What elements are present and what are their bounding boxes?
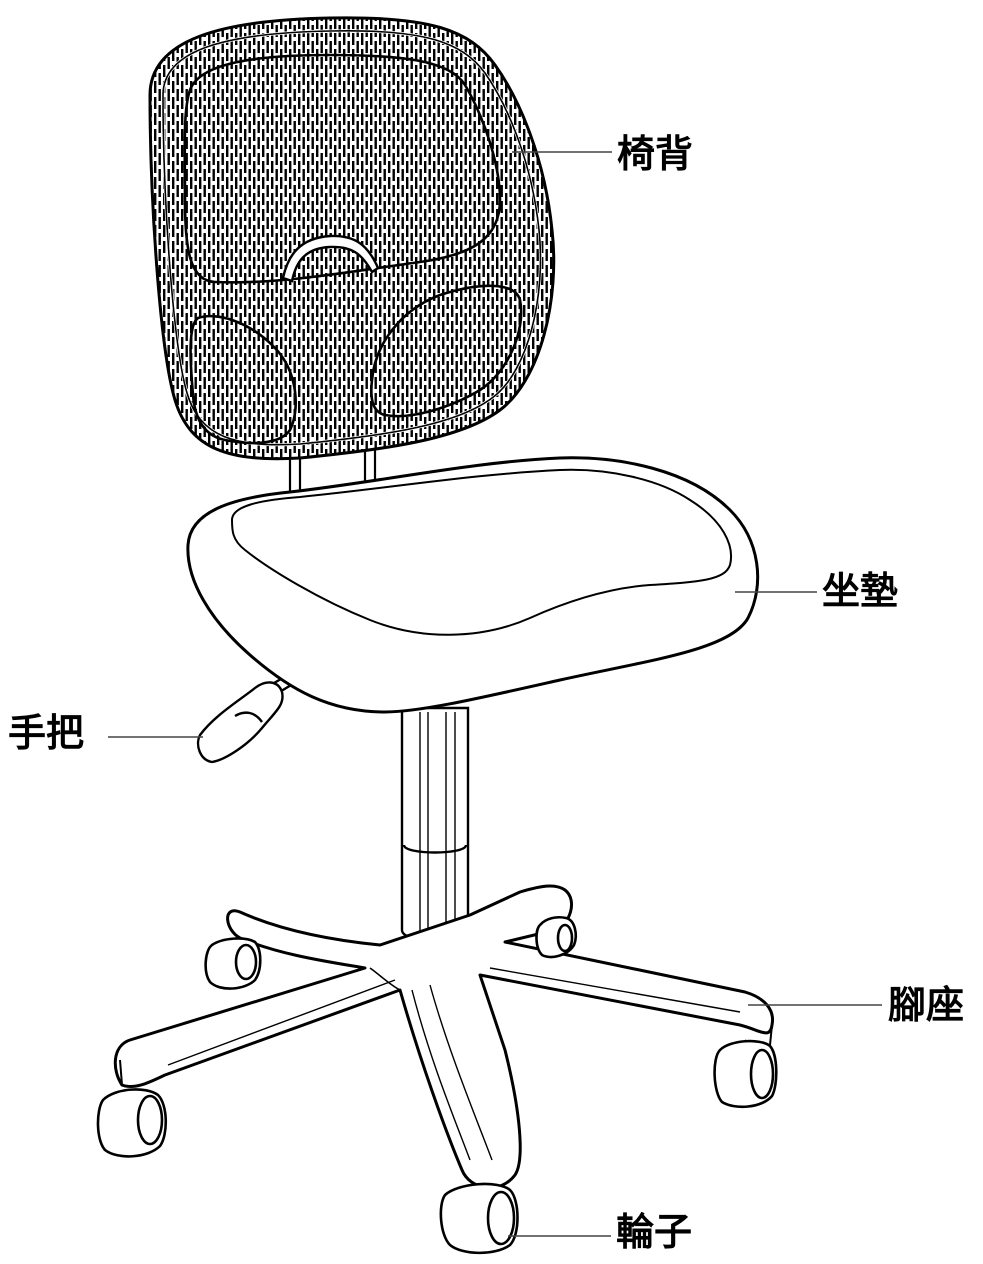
label-base: 腳座 [888, 983, 965, 1027]
label-wheel: 輪子 [616, 1210, 693, 1254]
caster-right [713, 1039, 778, 1109]
backrest [148, 16, 556, 461]
label-backrest: 椅背 [617, 132, 694, 176]
leader-lines [108, 151, 882, 1237]
label-seat: 坐墊 [822, 569, 899, 613]
backrest-upper-panel [183, 53, 502, 284]
star-base [113, 884, 775, 1190]
gas-cylinder [400, 706, 470, 942]
caster-right-back [535, 915, 578, 959]
caster-left-back [204, 937, 262, 990]
label-handle: 手把 [8, 711, 85, 755]
backrest-right-pad [370, 284, 523, 418]
backrest-left-pad [189, 314, 297, 445]
caster-front-left [96, 1088, 168, 1158]
caster-front [439, 1182, 519, 1255]
casters [96, 915, 778, 1255]
seat-cushion [186, 456, 760, 714]
